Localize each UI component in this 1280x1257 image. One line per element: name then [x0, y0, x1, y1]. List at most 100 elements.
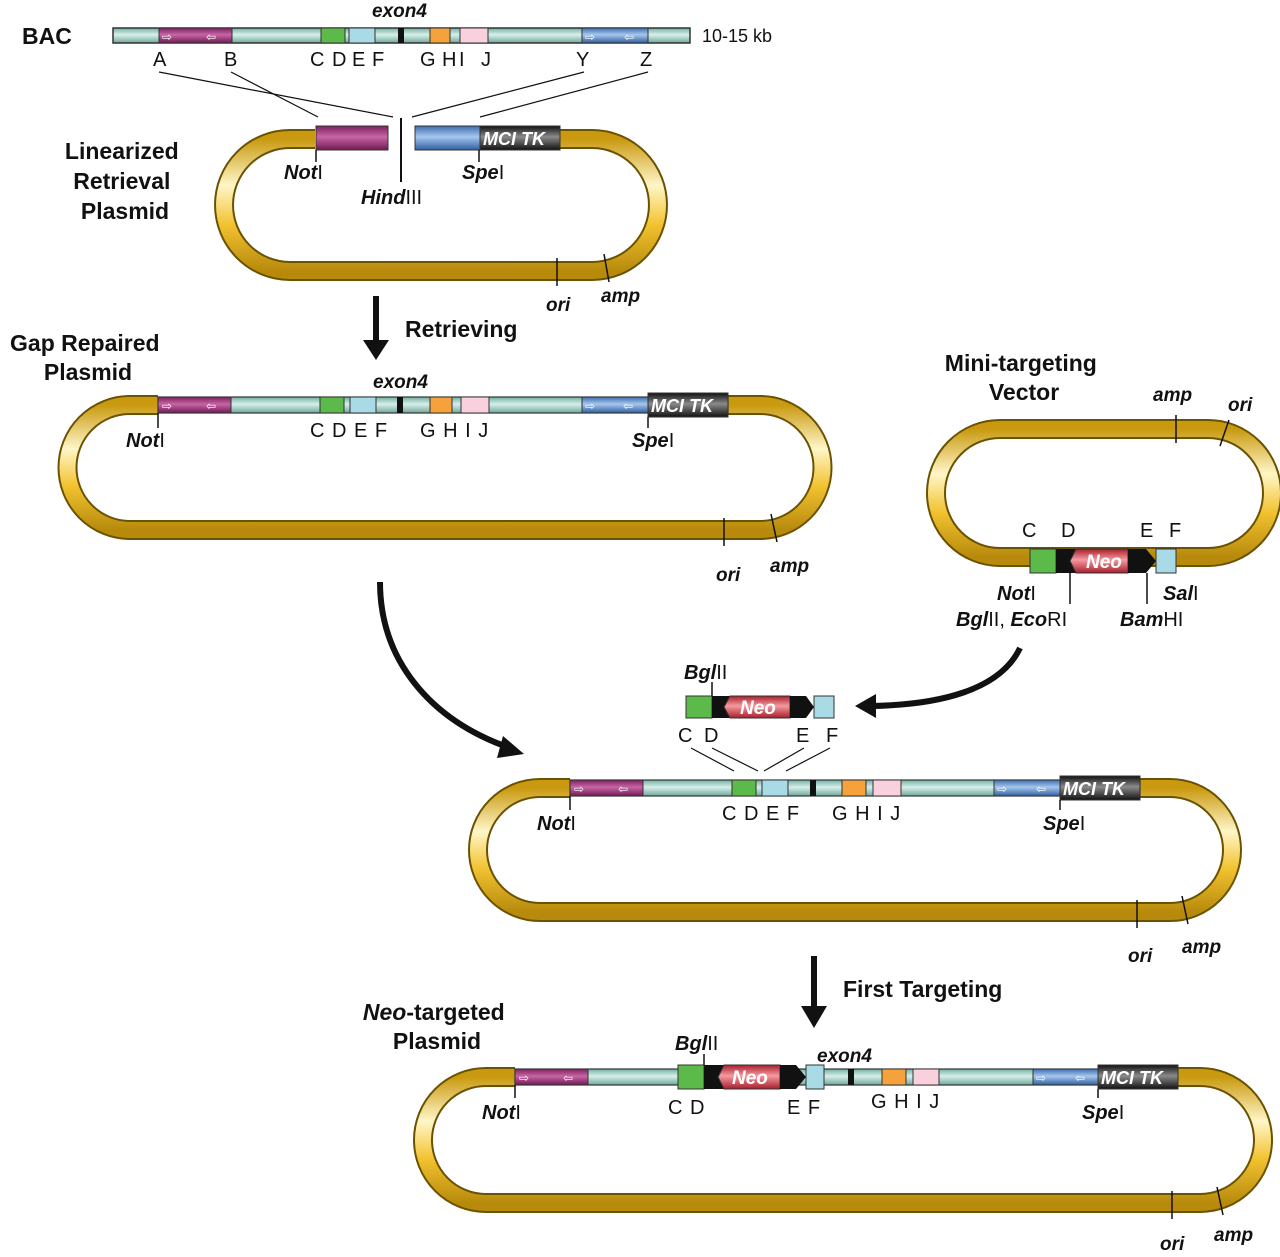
mini-marker-c: C — [1022, 520, 1037, 542]
retrieval-arm-left — [315, 125, 389, 151]
mini-marker-d: D — [1061, 520, 1076, 542]
target-plasmid: ⇨ ⇦ ⇨ ⇦ MCI TK C D E F G H I J NotI SpeI… — [468, 775, 1242, 967]
svg-text:⇦: ⇦ — [1036, 782, 1046, 796]
neo-targeted-ori: ori — [1160, 1234, 1185, 1255]
retrieval-arm-right — [414, 125, 481, 151]
target-noti: NotI — [537, 813, 576, 835]
target-markers-ghij: G H I J — [832, 803, 901, 825]
gap-amp: amp — [770, 556, 809, 577]
retrieval-plasmid: Linearized Retrieval Plasmid MCI TK NotI… — [65, 118, 668, 316]
bac-arm-a-b — [158, 27, 233, 44]
gap-noti: NotI — [126, 430, 165, 452]
svg-text:⇦: ⇦ — [624, 30, 634, 44]
marker-j: J — [481, 49, 492, 71]
gap-markers-ghij: G H I J — [420, 420, 489, 442]
svg-text:⇨: ⇨ — [1036, 1071, 1046, 1085]
svg-text:⇦: ⇦ — [618, 782, 628, 796]
bac-size-label: 10-15 kb — [702, 26, 772, 46]
marker-d: D — [332, 49, 347, 71]
mini-amp: amp — [1153, 385, 1192, 406]
fragment-marker-f: F — [826, 725, 839, 747]
svg-text:⇨: ⇨ — [585, 399, 595, 413]
gap-ori: ori — [716, 565, 741, 586]
fragment-marker-e: E — [796, 725, 810, 747]
bac-label: BAC — [22, 23, 72, 49]
fragment-neo-label: Neo — [740, 698, 776, 719]
gap-tk-label: MCI TK — [651, 396, 715, 416]
curved-arrow-left — [377, 581, 511, 751]
svg-text:⇨: ⇨ — [574, 782, 584, 796]
marker-a: A — [153, 49, 167, 71]
marker-y: Y — [576, 49, 590, 71]
mini-bamhi: BamHI — [1120, 609, 1183, 631]
mini-noti: NotI — [997, 583, 1036, 605]
retrieval-hindiii: HindIII — [361, 187, 422, 209]
neo-targeted-markers-ghij: G H I J — [871, 1091, 940, 1113]
neo-targeted-amp: amp — [1214, 1225, 1253, 1246]
neo-targeted-exon-label: exon4 — [817, 1046, 872, 1067]
svg-text:⇨: ⇨ — [997, 782, 1007, 796]
gap-title: Gap Repaired Plasmid — [10, 330, 166, 385]
fragment-bglii: BglII — [684, 662, 727, 684]
mini-bglii-ecori: BglII, EcoRI — [956, 609, 1067, 631]
marker-g: G — [420, 49, 437, 71]
mini-neo-label: Neo — [1086, 552, 1122, 573]
retrieval-backbone — [214, 129, 668, 281]
target-markers-cdef: C D E F — [722, 803, 800, 825]
target-amp: amp — [1182, 937, 1221, 958]
neo-targeted-markers-cd: C D — [668, 1097, 705, 1119]
svg-text:⇦: ⇦ — [206, 399, 216, 413]
target-tk-label: MCI TK — [1063, 779, 1127, 799]
marker-e: E — [352, 49, 366, 71]
neo-targeted-bglii: BglII — [675, 1033, 718, 1055]
gap-markers-cdef: C D E F — [310, 420, 388, 442]
retrieving-label: Retrieving — [405, 316, 517, 342]
mini-targeting-vector: Mini-targeting Vector amp ori Neo C D E … — [926, 350, 1280, 631]
bac-arm-y-z — [581, 27, 649, 44]
targeting-fragment: BglII Neo C D E F — [678, 662, 839, 772]
retrieval-spei: SpeI — [462, 162, 504, 184]
mini-marker-e: E — [1140, 520, 1154, 542]
fragment-marker-c: C — [678, 725, 693, 747]
gap-repaired-plasmid: Gap Repaired Plasmid ⇨ ⇦ ⇨ ⇦ MCI TK exon… — [10, 330, 833, 586]
gap-spei: SpeI — [632, 430, 674, 452]
fragment-marker-d: D — [704, 725, 719, 747]
marker-c: C — [310, 49, 325, 71]
svg-text:⇨: ⇨ — [585, 30, 595, 44]
neo-targeted-neo-label: Neo — [732, 1068, 768, 1089]
retrieval-tk-label: MCI TK — [483, 129, 547, 149]
target-spei: SpeI — [1043, 813, 1085, 835]
bac-map: BAC ⇨ ⇦ ⇨ ⇦ exon4 10-15 kb A B C D E F G… — [22, 1, 772, 118]
retrieval-amp: amp — [601, 286, 640, 307]
retrieving-step: Retrieving — [363, 296, 517, 360]
neo-targeted-title: Neo-targeted Plasmid — [363, 999, 511, 1054]
mini-marker-f: F — [1169, 520, 1182, 542]
neo-targeted-plasmid: Neo-targeted Plasmid ⇨ ⇦ Neo ⇨ ⇦ MCI TK … — [363, 999, 1273, 1255]
retrieval-noti: NotI — [284, 162, 323, 184]
target-ori: ori — [1128, 946, 1153, 967]
svg-text:⇨: ⇨ — [162, 30, 172, 44]
curved-arrow-right — [869, 646, 1023, 709]
gap-exon-label: exon4 — [373, 372, 428, 393]
marker-i: I — [459, 49, 466, 71]
first-targeting-step: First Targeting — [801, 956, 1002, 1028]
marker-b: B — [224, 49, 238, 71]
first-targeting-label: First Targeting — [843, 976, 1002, 1002]
svg-text:⇦: ⇦ — [1075, 1071, 1085, 1085]
svg-text:⇨: ⇨ — [519, 1071, 529, 1085]
svg-text:⇦: ⇦ — [623, 399, 633, 413]
svg-text:⇦: ⇦ — [206, 30, 216, 44]
retrieval-ori: ori — [546, 295, 571, 316]
mini-sali: SalI — [1163, 583, 1199, 605]
mini-title: Mini-targeting Vector — [945, 350, 1103, 405]
retrieval-tk-cassette — [479, 125, 561, 151]
neo-targeted-markers-ef: E F — [787, 1097, 821, 1119]
neo-targeted-noti: NotI — [482, 1102, 521, 1124]
marker-f: F — [372, 49, 385, 71]
neo-targeted-spei: SpeI — [1082, 1102, 1124, 1124]
retrieval-title: Linearized Retrieval Plasmid — [65, 138, 185, 224]
neo-targeted-tk-label: MCI TK — [1101, 1068, 1165, 1088]
marker-z: Z — [640, 49, 653, 71]
mini-ori: ori — [1228, 395, 1253, 416]
